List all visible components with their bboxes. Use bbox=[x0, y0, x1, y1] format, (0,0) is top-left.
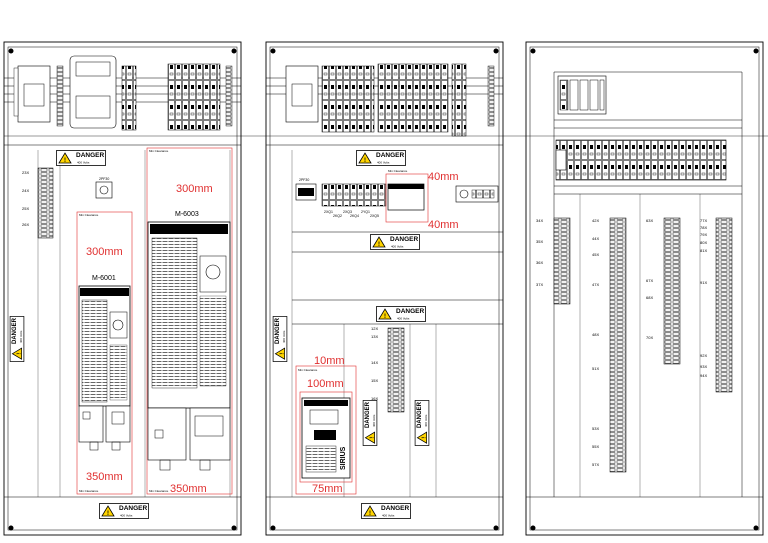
terminal-label: 12X bbox=[371, 326, 378, 331]
breaker-label: 2XQ1 bbox=[324, 210, 333, 214]
terminal-label: 91X bbox=[700, 280, 707, 285]
terminal-label: 45X bbox=[592, 252, 599, 257]
terminal-label: 53X bbox=[592, 426, 599, 431]
danger-sign-title: DANGER bbox=[376, 152, 404, 159]
terminal-label: 37X bbox=[536, 282, 543, 287]
danger-sign-title: DANGER bbox=[390, 236, 418, 243]
terminal-label: 36X bbox=[536, 260, 543, 265]
terminal-label: 81X bbox=[700, 248, 707, 253]
terminal-label: 63X bbox=[646, 218, 653, 223]
terminal-label: 48X bbox=[592, 332, 599, 337]
drive-2-bottom-clearance: 350mm bbox=[170, 483, 207, 495]
terminal-label: 14X bbox=[371, 360, 378, 365]
danger-sign-subtitle: 400 Volts bbox=[424, 414, 428, 427]
danger-sign-subtitle: 400 Volts bbox=[397, 317, 410, 321]
drive-m6001 bbox=[78, 285, 131, 451]
clearance-note: Min Clearance bbox=[388, 169, 408, 173]
terminal-label: 79X bbox=[700, 232, 707, 237]
danger-sign-subtitle: 400 Volts bbox=[77, 161, 90, 165]
starter-clearance-top: 10mm bbox=[314, 355, 345, 367]
danger-sign-subtitle: 400 Volts bbox=[19, 330, 23, 343]
terminal-label: 92X bbox=[700, 353, 707, 358]
psu-label: 2PF30 bbox=[299, 178, 309, 182]
terminal-label: 16X bbox=[371, 396, 378, 401]
breaker-label: 2KQ4 bbox=[350, 214, 359, 218]
drive-1-top-clearance: 300mm bbox=[86, 246, 123, 258]
panel-3: 34X 35X 36X 37X 42X 44X 45X 47X 48X 51X … bbox=[525, 41, 764, 536]
clearance-note: Min Clearance bbox=[149, 489, 169, 493]
drive-1-bottom-clearance: 350mm bbox=[86, 471, 123, 483]
starter-brand: SIRIUS bbox=[340, 446, 347, 470]
terminal-label: 78X bbox=[700, 225, 707, 230]
terminal-label: 57X bbox=[592, 462, 599, 467]
terminal-label: 44X bbox=[592, 236, 599, 241]
terminal-label: 23X bbox=[22, 170, 29, 175]
danger-sign-title: DANGER bbox=[417, 401, 423, 428]
danger-sign-title: DANGER bbox=[365, 401, 371, 428]
breaker-label: 2YQ1 bbox=[361, 210, 370, 214]
drive-1-tag: M-6001 bbox=[92, 275, 116, 282]
clearance-note: Min Clearance bbox=[298, 368, 318, 372]
danger-sign-title: DANGER bbox=[76, 152, 104, 159]
breaker-label: 2XQ5 bbox=[370, 214, 379, 218]
terminal-label: 55X bbox=[592, 444, 599, 449]
danger-sign-title: DANGER bbox=[396, 308, 424, 315]
breaker-label: 2KQ2 bbox=[333, 214, 342, 218]
drive-2-tag: M-6003 bbox=[175, 211, 199, 218]
danger-sign-subtitle: 400 Volts bbox=[382, 514, 395, 518]
breaker-label: 2XQ3 bbox=[343, 210, 352, 214]
terminal-label: 42X bbox=[592, 218, 599, 223]
relay-label: 2PF30 bbox=[99, 177, 109, 181]
clearance-40mm-a: 40mm bbox=[428, 171, 459, 183]
drive-2-top-clearance: 300mm bbox=[176, 183, 213, 195]
danger-sign-title: DANGER bbox=[12, 317, 18, 344]
terminal-label: 25X bbox=[22, 206, 29, 211]
terminal-label: 68X bbox=[646, 295, 653, 300]
terminal-label: 35X bbox=[536, 239, 543, 244]
drive-m6003 bbox=[147, 221, 231, 471]
terminal-label: 15X bbox=[371, 378, 378, 383]
danger-sign-title: DANGER bbox=[381, 505, 409, 512]
danger-sign-subtitle: 400 Volts bbox=[391, 245, 404, 249]
terminal-label: 93X bbox=[700, 364, 707, 369]
terminal-label: 77X bbox=[700, 218, 707, 223]
danger-sign-title: DANGER bbox=[275, 317, 281, 344]
terminal-label: 51X bbox=[592, 366, 599, 371]
clearance-note: Min Clearance bbox=[149, 149, 169, 153]
danger-sign-subtitle: 400 Volts bbox=[372, 414, 376, 427]
danger-sign-subtitle: 400 Volts bbox=[377, 161, 390, 165]
soft-starter: SIRIUS bbox=[301, 397, 351, 479]
terminal-label: 26X bbox=[22, 222, 29, 227]
danger-sign-subtitle: 400 Volts bbox=[282, 330, 286, 343]
terminal-label: 70X bbox=[646, 335, 653, 340]
clearance-note: Min Clearance bbox=[79, 489, 99, 493]
terminal-label: 67X bbox=[646, 278, 653, 283]
terminal-label: 24X bbox=[22, 188, 29, 193]
danger-sign-title: DANGER bbox=[119, 505, 147, 512]
panel-2: DANGER 400 Volts 2PF30 2XQ1 2KQ2 2XQ3 2K… bbox=[265, 41, 504, 536]
starter-clearance-bottom: 75mm bbox=[312, 483, 343, 495]
danger-sign-subtitle: 400 Volts bbox=[120, 514, 133, 518]
clearance-40mm-b: 40mm bbox=[428, 219, 459, 231]
starter-clearance-mid: 100mm bbox=[307, 378, 344, 390]
terminal-label: 80X bbox=[700, 240, 707, 245]
terminal-label: 47X bbox=[592, 282, 599, 287]
terminal-label: 34X bbox=[536, 218, 543, 223]
terminal-label: 94X bbox=[700, 373, 707, 378]
clearance-note: Min Clearance bbox=[79, 213, 99, 217]
terminal-label: 13X bbox=[371, 334, 378, 339]
panel-1: DANGER 400 Volts 23X 24X 25X 26X 2PF30 D… bbox=[3, 41, 768, 536]
